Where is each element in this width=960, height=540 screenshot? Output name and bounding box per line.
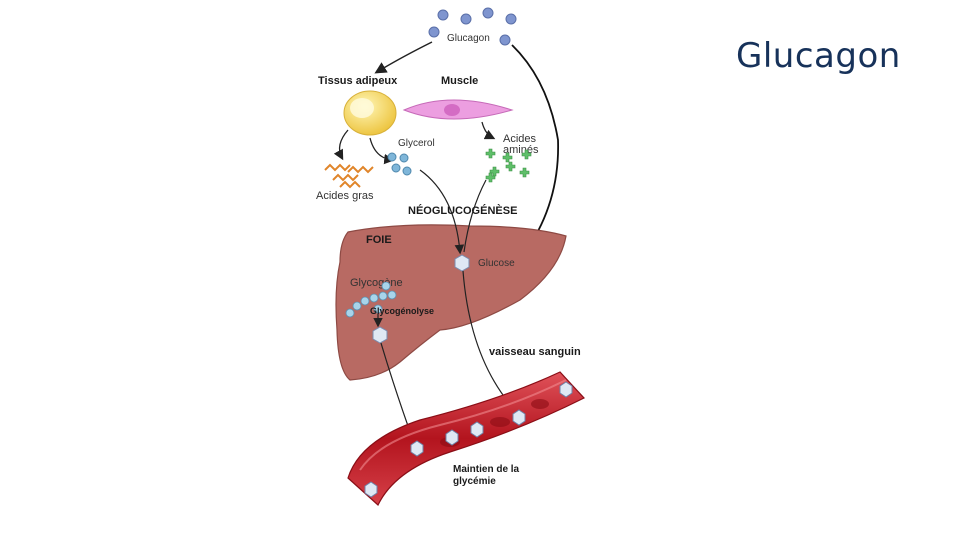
fatty-acids-label: Acides gras — [316, 190, 374, 202]
arrow-to-adipose — [377, 42, 432, 72]
glucose-molecule-glycogenolysis — [373, 327, 387, 343]
blood-vessel-label: vaisseau sanguin — [489, 346, 581, 358]
glycogenolysis-label: Glycogénolyse — [370, 306, 434, 316]
fatty-acid-chains — [325, 165, 373, 187]
glycerol-molecules — [388, 153, 411, 175]
glucose-label: Glucose — [478, 258, 515, 269]
liver-label: FOIE — [366, 234, 392, 246]
muscle-label: Muscle — [441, 75, 478, 87]
adipose-tissue-label: Tissus adipeux — [318, 75, 398, 87]
glycemia-label-line2: glycémie — [453, 476, 496, 487]
gluconeogenesis-label: NÉOGLUCOGÉNÈSE — [408, 204, 517, 217]
arrow-to-fatty-acids — [340, 130, 348, 158]
glucagon-label: Glucagon — [447, 33, 490, 44]
glycemia-label-line1: Maintien de la — [453, 464, 520, 475]
glycerol-label: Glycerol — [398, 138, 435, 149]
arrow-to-amino-acids — [482, 122, 493, 138]
glucose-molecule-liver — [455, 255, 469, 271]
amino-acid-crosses — [486, 149, 531, 182]
muscle-cell — [404, 100, 512, 119]
glycogen-label: Glycogène — [350, 277, 403, 289]
adipocyte-cell — [344, 91, 396, 135]
